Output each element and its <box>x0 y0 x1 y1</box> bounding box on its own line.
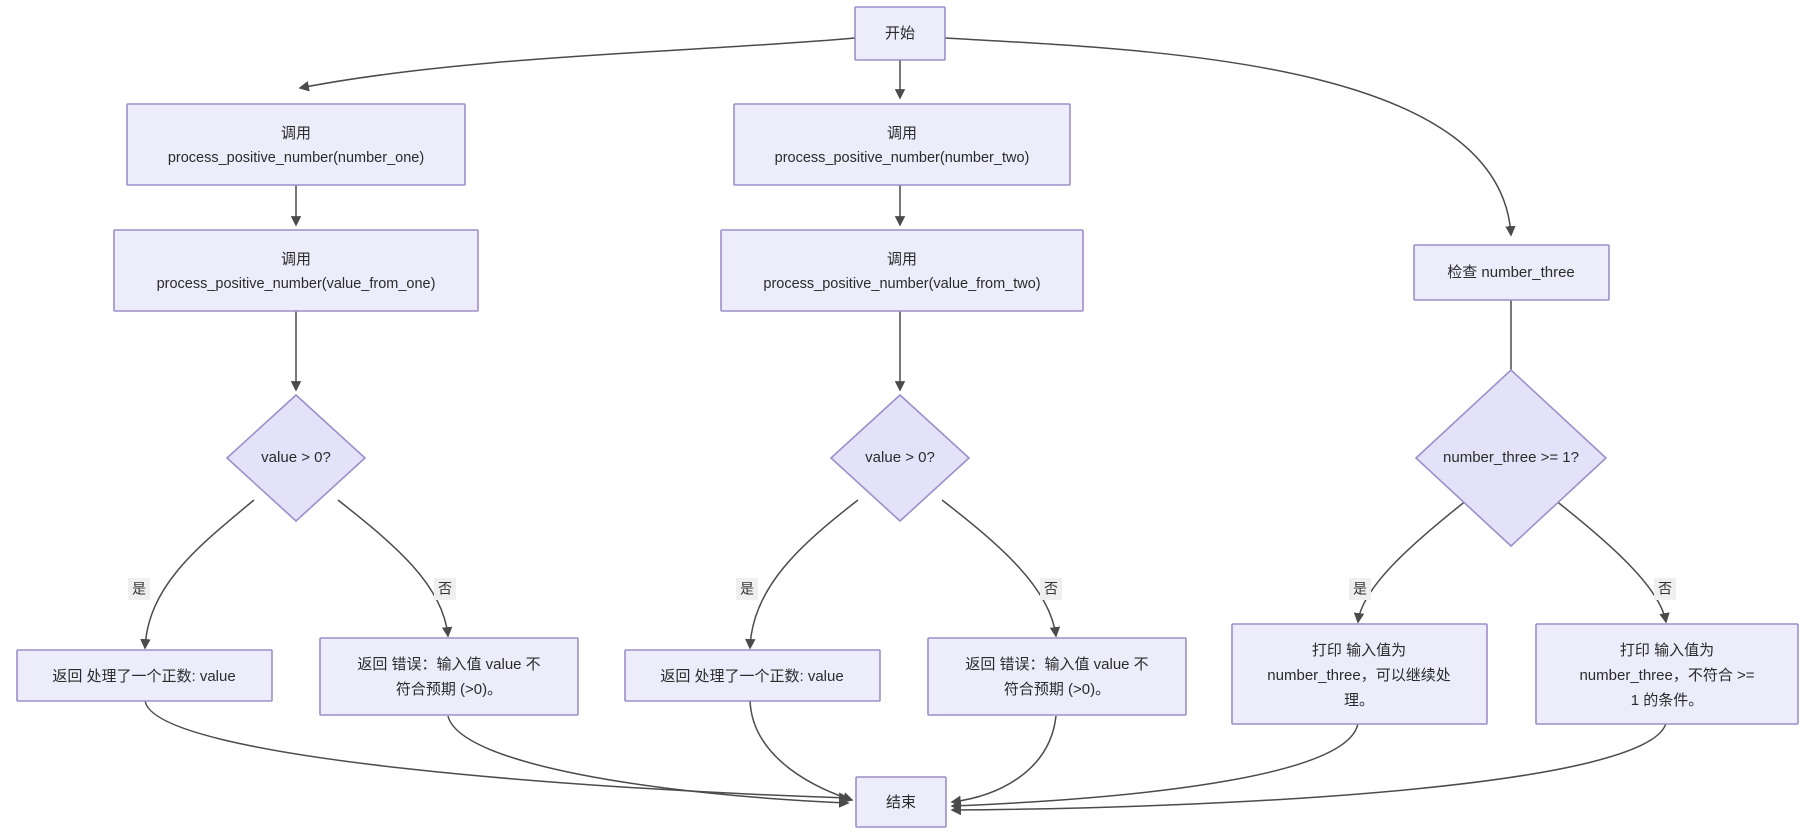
edge-label-yes-text: 是 <box>1353 581 1367 597</box>
node-start-label: 开始 <box>885 25 915 42</box>
edge-label-decision-one-no: 否 <box>434 578 456 600</box>
node-check-three[interactable]: 检查 number_three <box>1413 244 1610 301</box>
node-print-ok-three-line3: 理。 <box>1344 692 1374 709</box>
node-call-value-one-line2: process_positive_number(value_from_one) <box>157 276 436 292</box>
node-print-fail-three-line1: 打印 输入值为 <box>1620 642 1714 659</box>
node-end[interactable]: 结束 <box>855 776 947 828</box>
edge-label-decision-two-yes: 是 <box>736 578 758 600</box>
edge-return-ok-two-to-end <box>749 699 854 803</box>
node-decision-one-label: value > 0? <box>261 449 331 466</box>
node-call-value-one-line1: 调用 <box>281 251 311 268</box>
node-print-ok-three-line1: 打印 输入值为 <box>1312 642 1406 659</box>
edge-label-no-text: 否 <box>1658 581 1672 597</box>
edge-start-to-call-one <box>298 37 856 92</box>
node-decision-two-label: value > 0? <box>865 449 935 466</box>
edge-decision-one-no <box>337 499 453 638</box>
edge-label-decision-one-yes: 是 <box>128 578 150 600</box>
node-start[interactable]: 开始 <box>854 6 946 61</box>
edge-decision-one-yes <box>140 499 255 650</box>
edge-label-no-text: 否 <box>1044 581 1058 597</box>
node-call-value-two-line2: process_positive_number(value_from_two) <box>763 276 1040 292</box>
node-print-fail-three[interactable]: 打印 输入值为 number_three，不符合 >= 1 的条件。 <box>1535 623 1799 725</box>
edge-decision-three-no <box>1554 499 1670 624</box>
edge-label-yes-text: 是 <box>132 581 146 597</box>
edge-print-ok-three-to-end <box>950 722 1359 811</box>
node-decision-one[interactable]: value > 0? <box>225 393 367 523</box>
node-return-err-one-line1: 返回 错误：输入值 value 不 <box>357 656 540 673</box>
edge-decision-three-yes <box>1353 499 1468 624</box>
node-print-ok-three[interactable]: 打印 输入值为 number_three，可以继续处 理。 <box>1231 623 1488 725</box>
edge-label-yes-text: 是 <box>740 581 754 597</box>
node-return-ok-two[interactable]: 返回 处理了一个正数: value <box>624 649 881 702</box>
node-return-err-one-line2: 符合预期 (>0)。 <box>396 681 502 698</box>
node-end-label: 结束 <box>886 794 916 811</box>
node-return-err-two[interactable]: 返回 错误：输入值 value 不 符合预期 (>0)。 <box>927 637 1187 716</box>
node-return-ok-one[interactable]: 返回 处理了一个正数: value <box>16 649 273 702</box>
node-print-ok-three-line2: number_three，可以继续处 <box>1267 667 1450 684</box>
node-return-err-one[interactable]: 返回 错误：输入值 value 不 符合预期 (>0)。 <box>319 637 579 716</box>
node-return-ok-one-label: 返回 处理了一个正数: value <box>52 668 235 685</box>
edge-return-err-two-to-end <box>950 715 1057 807</box>
node-print-fail-three-line3: 1 的条件。 <box>1631 692 1704 709</box>
node-call-one[interactable]: 调用 process_positive_number(number_one) <box>126 103 466 186</box>
node-check-three-label: 检查 number_three <box>1447 264 1575 281</box>
node-call-one-line1: 调用 <box>281 125 311 142</box>
node-print-fail-three-line2: number_three，不符合 >= <box>1579 667 1754 684</box>
edge-start-to-check-three <box>944 37 1516 237</box>
node-decision-three[interactable]: number_three >= 1? <box>1414 368 1608 548</box>
edge-layer <box>140 37 1670 816</box>
edge-decision-two-no <box>941 499 1061 638</box>
edge-print-fail-three-to-end <box>950 722 1667 816</box>
edge-label-decision-two-no: 否 <box>1040 578 1062 600</box>
edge-return-ok-one-to-end <box>144 699 850 803</box>
node-call-value-one[interactable]: 调用 process_positive_number(value_from_on… <box>113 229 479 312</box>
edge-decision-two-yes <box>745 499 859 650</box>
node-decision-three-label: number_three >= 1? <box>1443 449 1579 466</box>
node-return-err-two-line1: 返回 错误：输入值 value 不 <box>965 656 1148 673</box>
node-call-one-line2: process_positive_number(number_one) <box>168 150 424 166</box>
node-decision-two[interactable]: value > 0? <box>829 393 971 523</box>
node-return-err-two-line2: 符合预期 (>0)。 <box>1004 681 1110 698</box>
node-return-ok-two-label: 返回 处理了一个正数: value <box>660 668 843 685</box>
edge-label-decision-three-yes: 是 <box>1349 578 1371 600</box>
node-call-two-line1: 调用 <box>887 125 917 142</box>
node-call-two-line2: process_positive_number(number_two) <box>775 150 1030 166</box>
node-call-two[interactable]: 调用 process_positive_number(number_two) <box>733 103 1071 186</box>
node-call-value-two[interactable]: 调用 process_positive_number(value_from_tw… <box>720 229 1084 312</box>
edge-label-decision-three-no: 否 <box>1654 578 1676 600</box>
node-call-value-two-line1: 调用 <box>887 251 917 268</box>
edge-label-no-text: 否 <box>438 581 452 597</box>
edge-return-err-one-to-end <box>447 715 850 808</box>
